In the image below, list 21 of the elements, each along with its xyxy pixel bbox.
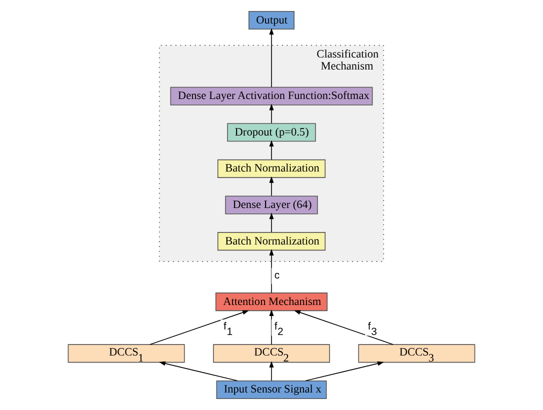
arrow (150, 310, 249, 345)
edge-label: c (274, 270, 280, 282)
node-box: Input Sensor Signal x (216, 380, 327, 399)
arrow (269, 176, 274, 196)
node-box: Output (248, 11, 294, 30)
arrow (305, 361, 384, 382)
node-box: Dense Layer (64) (225, 196, 318, 214)
arrow (158, 361, 238, 382)
arrow (294, 310, 394, 345)
arrow (269, 104, 274, 124)
arrow (269, 140, 274, 160)
arrow (269, 28, 274, 88)
node-box: Dense Layer Activation Function:Softmax (170, 86, 373, 106)
arrow (269, 361, 274, 381)
node-box: Dropout (p=0.5) (227, 123, 316, 142)
arrow (269, 249, 274, 294)
arrow (269, 212, 274, 232)
node-box: Batch Normalization (217, 159, 326, 178)
node-box: Attention Mechanism (215, 292, 328, 312)
arrow (269, 310, 274, 345)
node-box: Batch Normalization (217, 232, 326, 251)
